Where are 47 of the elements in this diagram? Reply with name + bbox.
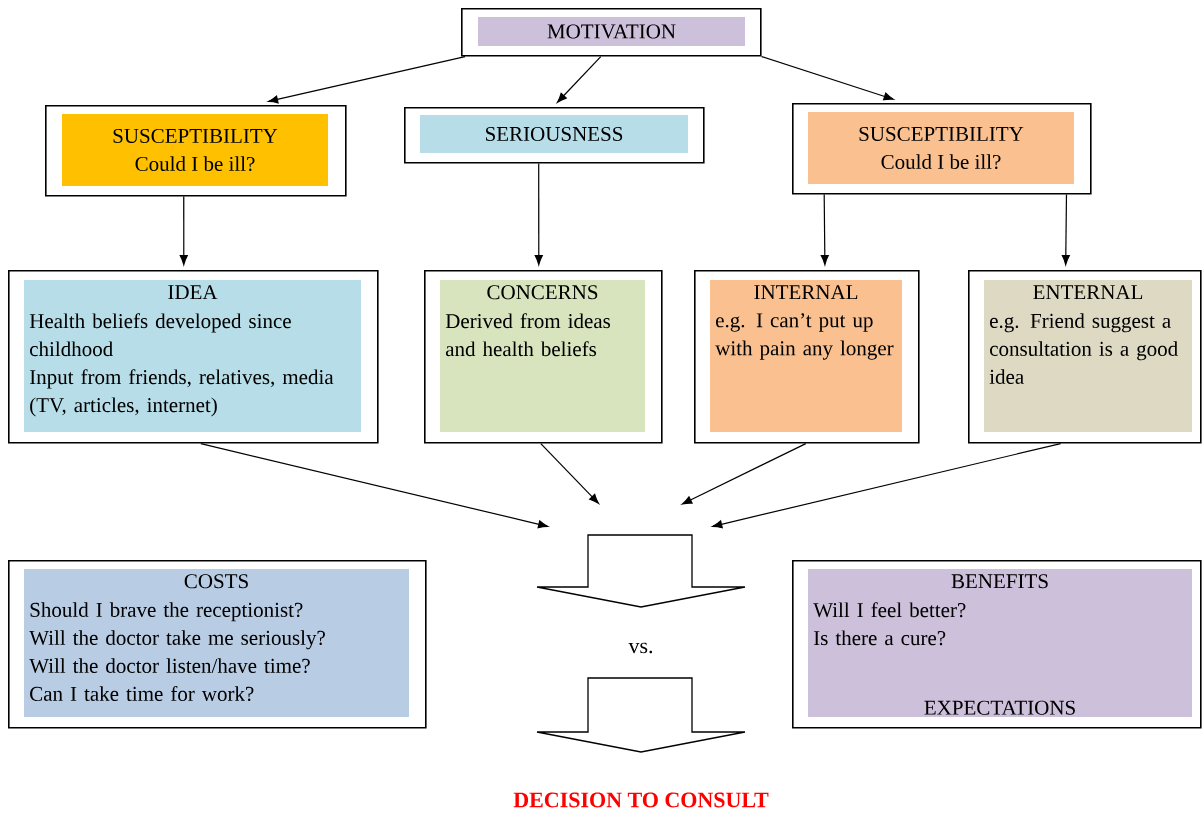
box-text: MOTIVATION	[547, 24, 676, 39]
box-heading: COSTS	[184, 574, 248, 589]
box	[45, 105, 347, 197]
box-text: Can I take time for work?	[30, 685, 254, 702]
box-text: SERIOUSNESS	[486, 126, 623, 142]
box-heading: EXPECTATIONS	[924, 700, 1075, 715]
box-heading: BENEFITS	[951, 574, 1048, 589]
box	[694, 270, 920, 444]
box	[968, 270, 1202, 444]
box	[424, 270, 663, 444]
box-text: e.g. Friend suggest a consultation is a good idea	[989, 313, 1178, 384]
box-text: SUSCEPTIBILITY Could I be ill?	[113, 128, 278, 172]
box-text: Derived from ideas and health beliefs	[445, 313, 611, 357]
box-text: Is there a cure?	[813, 630, 946, 646]
box	[461, 8, 762, 57]
arrow	[534, 163, 543, 266]
box-text: e.g. I can’t put up with pain any longer	[715, 313, 894, 360]
box-text: SUSCEPTIBILITY Could I be ill?	[859, 126, 1024, 170]
box-text: Should I brave the receptionist?	[30, 602, 303, 622]
arrow	[556, 56, 602, 103]
arrow	[267, 56, 466, 104]
box-text: Will I feel better?	[813, 602, 966, 618]
box-text: Will the doctor listen/have time?	[29, 658, 310, 674]
box-heading: CONCERNS	[487, 285, 598, 300]
box-text: Will the doctor take me seriously?	[29, 630, 325, 650]
box-heading: INTERNAL	[754, 285, 858, 300]
arrow	[179, 196, 188, 266]
box	[404, 107, 705, 164]
vs-label: vs.	[628, 642, 653, 654]
arrow	[820, 194, 829, 266]
box-text: Input from friends, relatives, media (TV, articles, internet)	[29, 369, 334, 417]
box	[8, 560, 427, 729]
arrow	[200, 443, 549, 529]
arrow	[1061, 194, 1070, 266]
box	[792, 103, 1092, 195]
box-heading: ENTERNAL	[1033, 285, 1143, 300]
box-text: Health beliefs developed since childhood	[29, 313, 291, 357]
arrow	[712, 443, 1062, 529]
arrow	[540, 443, 599, 504]
arrow	[681, 443, 807, 505]
block-arrow	[536, 677, 746, 753]
block-arrow	[536, 534, 746, 608]
box	[8, 270, 379, 444]
box-heading: IDEA	[168, 285, 218, 300]
result-text: DECISION TO CONSULT	[513, 792, 769, 808]
box	[792, 560, 1202, 729]
arrow	[761, 56, 894, 101]
